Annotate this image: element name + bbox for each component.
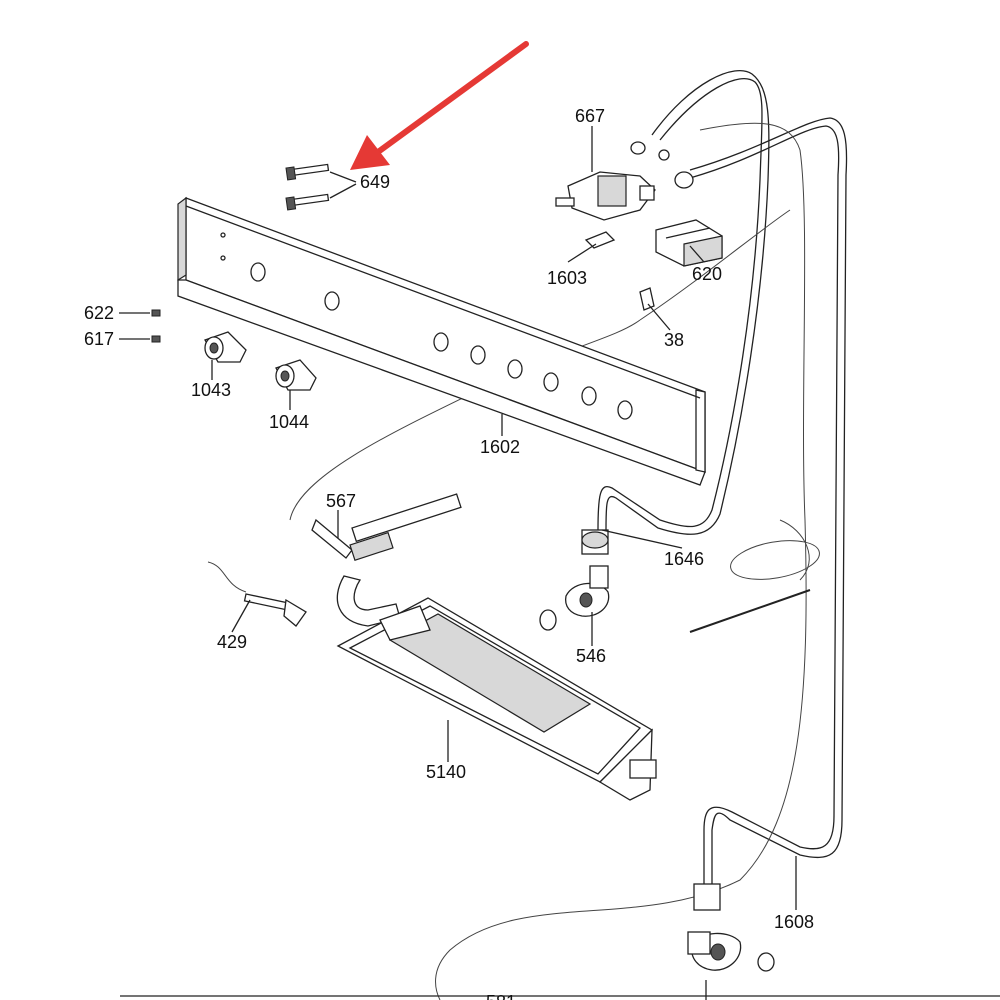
bushing-1044 [275, 359, 317, 391]
burner-5140 [336, 597, 657, 801]
label-617: 617 [84, 329, 114, 349]
thermocouple-567 [311, 493, 462, 561]
label-429: 429 [217, 632, 247, 652]
label-1608: 1608 [774, 912, 814, 932]
label-546: 546 [576, 646, 606, 666]
label-667: 667 [575, 106, 605, 126]
injector-581 [687, 883, 775, 972]
label-1646: 1646 [664, 549, 704, 569]
highlight-arrow [350, 41, 529, 170]
leader-lines [119, 126, 1000, 1000]
label-567: 567 [326, 491, 356, 511]
selector-switch-620 [655, 219, 723, 267]
label-649: 649 [360, 172, 390, 192]
label-38: 38 [664, 330, 684, 350]
gas-valve-667 [555, 141, 694, 221]
label-581: 581 [486, 992, 516, 1000]
label-622: 622 [84, 303, 114, 323]
spark-plug-649 [285, 163, 330, 211]
injector-546 [539, 529, 610, 631]
label-1603: 1603 [547, 268, 587, 288]
screw-617 [151, 335, 161, 343]
bushing-1043 [204, 331, 247, 363]
label-620: 620 [692, 264, 722, 284]
gas-tube-1646 [597, 70, 770, 535]
label-1043: 1043 [191, 380, 231, 400]
label-1602: 1602 [480, 437, 520, 457]
thermocouple-429 [207, 561, 307, 627]
clip-1603 [584, 231, 616, 249]
gas-tube-1608 [689, 117, 848, 885]
screw-622 [151, 309, 161, 317]
label-1044: 1044 [269, 412, 309, 432]
clip-38 [639, 287, 655, 311]
control-panel-1602 [177, 196, 706, 486]
label-5140: 5140 [426, 762, 466, 782]
thermocouple-wire [289, 122, 820, 1000]
part-labels: 622 617 649 667 1603 620 38 1043 1044 16… [84, 106, 814, 1000]
